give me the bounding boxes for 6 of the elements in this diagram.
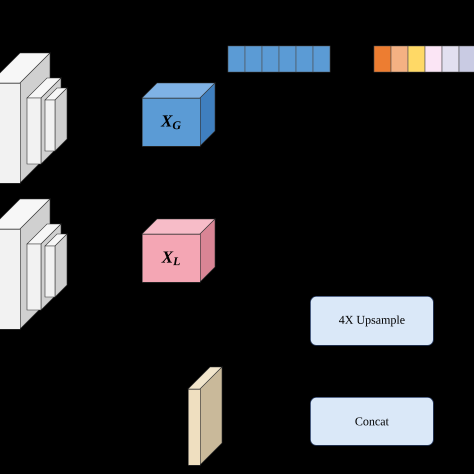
backbone-drawing	[0, 52, 68, 184]
feature-vector	[374, 46, 474, 72]
process-box: Concat	[310, 397, 434, 446]
backbone-drawing	[0, 198, 68, 330]
feature-vector	[228, 46, 330, 72]
process-box: 4X Upsample	[310, 296, 434, 346]
